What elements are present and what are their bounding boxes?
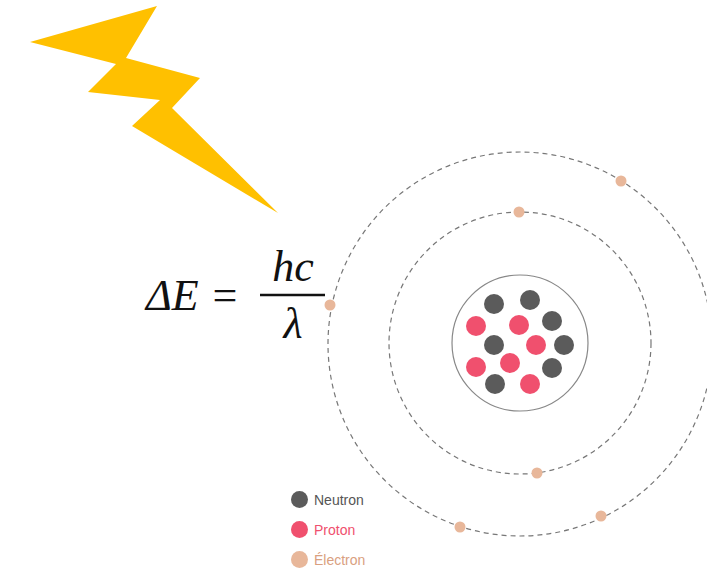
lightning-bolt <box>30 6 278 213</box>
legend-item: Neutron <box>291 491 364 508</box>
legend-swatch <box>291 521 308 538</box>
legend-item: Proton <box>291 521 355 538</box>
legend-text: Électron <box>314 553 365 567</box>
formula-left: ΔE = <box>146 274 239 318</box>
legend-text: Neutron <box>314 493 364 507</box>
fraction-bar <box>260 294 325 297</box>
nucleus <box>452 275 588 411</box>
formula-denominator: λ <box>252 302 334 346</box>
legend-item: Électron <box>291 551 365 568</box>
formula-numerator: hc <box>252 245 334 289</box>
legend-swatch <box>291 551 308 568</box>
electrons <box>325 176 627 533</box>
inner-orbit <box>389 212 651 474</box>
legend-swatch <box>291 491 308 508</box>
outer-orbit <box>328 152 707 536</box>
protons <box>466 315 546 394</box>
legend-text: Proton <box>314 523 355 537</box>
neutrons <box>484 290 574 394</box>
